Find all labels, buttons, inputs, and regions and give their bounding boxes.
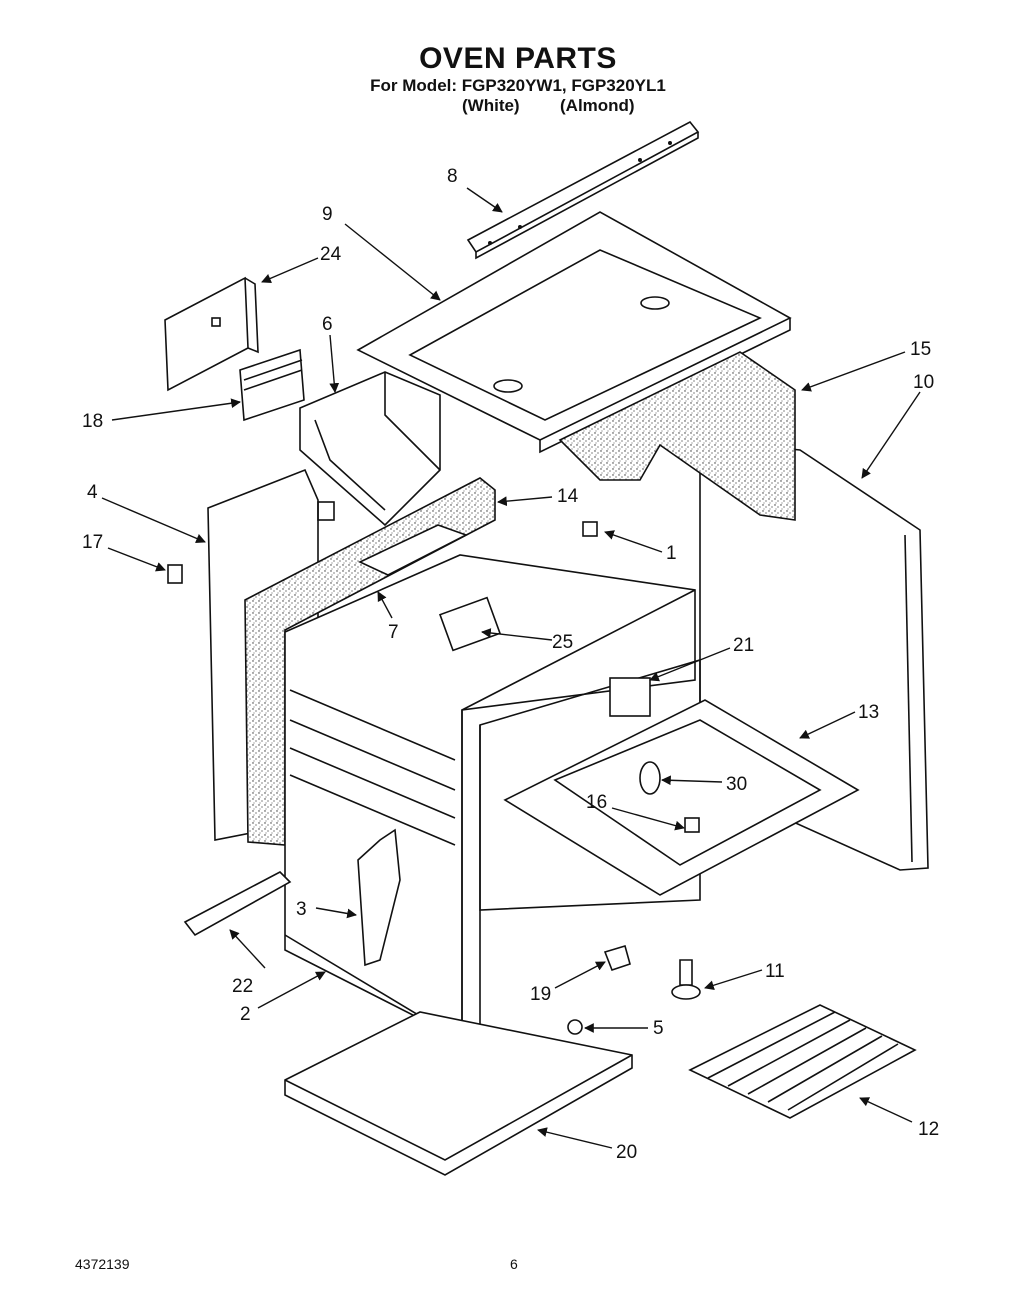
- callout-14: 14: [557, 486, 579, 507]
- callout-21: 21: [733, 635, 754, 656]
- callout-8: 8: [447, 166, 458, 187]
- part-20-bottom-panel: [284, 1011, 633, 1176]
- callout-24: 24: [320, 244, 342, 265]
- part-6-flue-duct: [299, 371, 441, 527]
- callout-19: 19: [530, 984, 551, 1005]
- callout-3: 3: [296, 899, 307, 920]
- callout-leaders: [101, 187, 921, 1149]
- part-1: [582, 521, 598, 537]
- part-18-vent: [239, 348, 305, 422]
- part-24-bracket: [164, 276, 259, 392]
- callout-10: 10: [913, 372, 934, 393]
- leader-16: [611, 807, 685, 831]
- callout-30: 30: [726, 774, 747, 795]
- part-14-insulation-wrap: [244, 477, 496, 846]
- callout-11: 11: [765, 961, 785, 982]
- callout-7: 7: [388, 622, 399, 643]
- leader-24: [261, 257, 319, 284]
- part-17: [167, 564, 183, 584]
- leader-21: [649, 647, 731, 682]
- callout-6: 6: [322, 314, 333, 335]
- leader-17: [107, 547, 166, 572]
- callout-4: 4: [87, 482, 98, 503]
- callout-2: 2: [240, 1004, 251, 1025]
- part-13-bottom-pan: [503, 699, 860, 896]
- part-19: [603, 944, 631, 971]
- part-21: [609, 677, 651, 717]
- leader-8: [466, 187, 503, 213]
- leader-25: [481, 628, 553, 641]
- callout-25: 25: [552, 632, 573, 653]
- callout-15: 15: [910, 339, 931, 360]
- part-5: [567, 1019, 583, 1035]
- leader-1: [604, 530, 663, 553]
- part-22: [183, 871, 292, 937]
- callout-20: 20: [616, 1142, 637, 1163]
- leader-19: [554, 961, 606, 989]
- variant-white: (White): [462, 96, 520, 115]
- leader-7: [377, 591, 393, 619]
- leader-15: [801, 351, 906, 392]
- callout-18: 18: [82, 411, 103, 432]
- callout-16: 16: [586, 792, 607, 813]
- leader-11: [704, 969, 763, 991]
- part-30: [639, 761, 661, 795]
- leader-3: [315, 907, 357, 919]
- leader-10: [861, 391, 921, 479]
- leader-18: [111, 398, 241, 421]
- leader-14: [497, 496, 553, 507]
- leader-2: [257, 971, 326, 1009]
- part-8-top-trim: [466, 120, 700, 260]
- leader-4: [101, 497, 206, 544]
- part-15-insulation-top: [558, 351, 796, 521]
- leader-30: [661, 775, 723, 786]
- callout-13: 13: [858, 702, 879, 723]
- leader-6: [329, 334, 340, 393]
- leader-13: [799, 711, 856, 739]
- part-12-rack: [688, 1004, 917, 1119]
- callout-12: 12: [918, 1119, 939, 1140]
- leader-20: [537, 1127, 613, 1149]
- callout-1: 1: [666, 543, 677, 564]
- part-16: [684, 817, 700, 833]
- model-line: For Model: FGP320YW1, FGP320YL1: [370, 76, 666, 95]
- callout-5: 5: [653, 1018, 664, 1039]
- callout-22: 22: [232, 976, 253, 997]
- leader-9: [344, 223, 441, 301]
- document-number: 4372139: [75, 1256, 130, 1272]
- variant-almond: (Almond): [560, 96, 635, 115]
- part-3: [357, 828, 401, 967]
- leader-12: [859, 1097, 913, 1123]
- callout-9: 9: [322, 204, 333, 225]
- page-title: OVEN PARTS: [419, 42, 617, 75]
- part-11-leveler: [671, 959, 701, 1000]
- callout-17: 17: [82, 532, 103, 553]
- leader-22: [229, 929, 266, 969]
- page-number: 6: [510, 1256, 518, 1272]
